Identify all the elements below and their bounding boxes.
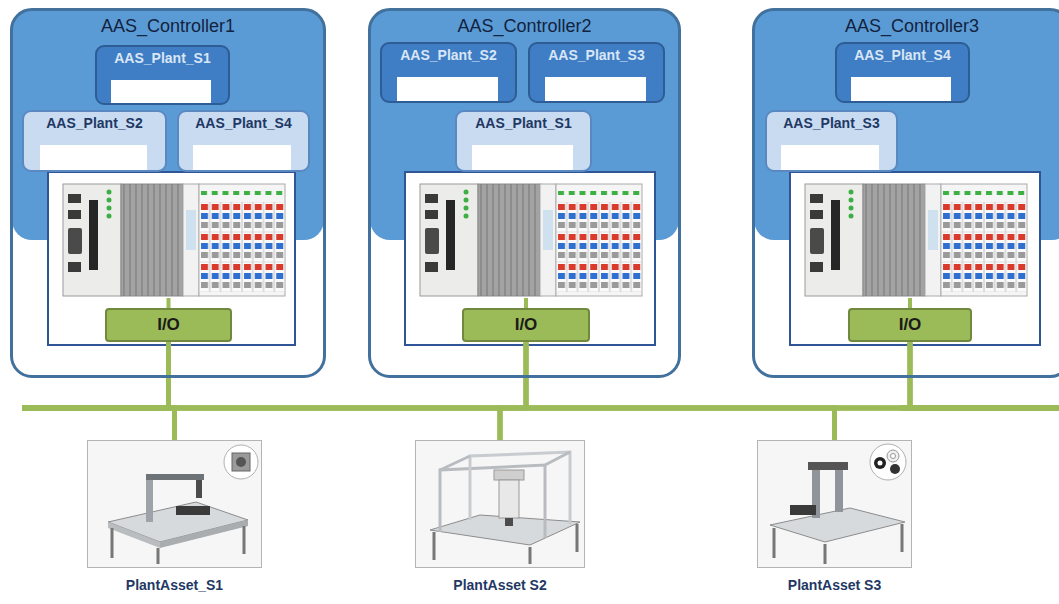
controller-box: AAS_Controller1AAS_Plant_S1AAS_Plant_S2 A… <box>10 8 326 378</box>
workpiece-hole <box>236 457 246 467</box>
value-field <box>545 77 646 101</box>
plc-picture <box>63 184 285 296</box>
plc-frame <box>405 172 655 345</box>
io-label: I/O <box>515 315 538 335</box>
value-field <box>40 145 147 170</box>
submodel-label: AAS_Plant_S4 <box>195 115 291 132</box>
plc-picture <box>420 184 642 296</box>
plant-asset-frame: PlantAsset_S1 <box>87 440 262 568</box>
ring-hole <box>891 454 896 459</box>
submodel-label: AAS_Plant_S1 <box>475 115 571 132</box>
station-arm <box>146 474 204 480</box>
plant-asset-frame: PlantAsset S3 <box>757 440 912 568</box>
aas-submodel-box: AAS_Plant_S4 <box>835 42 970 103</box>
table-leg <box>773 528 776 558</box>
io-module: I/O <box>848 308 972 342</box>
plc-frame <box>790 172 1040 345</box>
controller-box: AAS_Controller3AAS_Plant_S4AAS_Plant_S3I… <box>752 8 1059 378</box>
table-leg <box>433 532 436 560</box>
ring-white <box>887 450 899 462</box>
aas-submodel-box: AAS_Plant_S2 <box>22 110 167 172</box>
submodel-label: AAS_Plant_S4 <box>854 47 950 64</box>
aas-submodel-box: AAS_Plant_S3 <box>765 110 898 172</box>
value-field <box>472 145 573 170</box>
io-module: I/O <box>462 308 590 342</box>
table-leg <box>901 524 904 552</box>
photo-ground <box>416 441 584 567</box>
table-leg <box>157 548 160 564</box>
station-column <box>835 468 843 512</box>
asset-caption: PlantAsset S3 <box>788 577 881 594</box>
fieldbus-line <box>22 405 178 411</box>
table-top <box>430 515 580 545</box>
value-field <box>781 145 879 170</box>
gripper <box>196 480 202 498</box>
submodel-label: AAS_Plant_S3 <box>783 115 879 132</box>
station-column <box>146 478 153 522</box>
aas-submodel-box: AAS_Plant_S2 <box>380 42 517 103</box>
fieldbus-line <box>900 405 1059 411</box>
fieldbus-link <box>175 342 527 440</box>
table-leg <box>576 524 579 552</box>
ring-black <box>890 464 900 474</box>
frame-rail <box>440 456 470 470</box>
fieldbus-link <box>169 342 501 440</box>
workpiece <box>232 453 250 471</box>
aas-submodel-box: AAS_Plant_S1 <box>95 45 230 105</box>
table-edge <box>160 520 248 548</box>
value-field <box>193 145 291 170</box>
fieldbus-link <box>835 342 911 440</box>
io-module: I/O <box>105 308 232 342</box>
robot-head <box>494 470 524 480</box>
fieldbus-link <box>500 342 526 440</box>
frame-rail <box>440 465 545 538</box>
ring-black <box>874 457 886 469</box>
asset-caption: PlantAsset_S1 <box>126 577 223 594</box>
plc-frame <box>48 172 295 345</box>
magazine <box>790 505 816 515</box>
controller-title: AAS_Controller2 <box>457 16 591 38</box>
aas-submodel-box: AAS_Plant_S1 <box>455 110 592 172</box>
gripper <box>505 518 513 526</box>
fieldbus-link <box>500 342 910 440</box>
workpiece-inset <box>224 445 258 479</box>
table-leg <box>529 547 532 564</box>
controller-title: AAS_Controller3 <box>845 16 979 38</box>
cylinder <box>808 462 848 470</box>
io-label: I/O <box>157 315 180 335</box>
workpiece-inset <box>870 444 906 480</box>
value-field <box>397 77 498 101</box>
io-label: I/O <box>899 315 922 335</box>
robot-body <box>499 480 519 518</box>
ring-hole <box>878 461 883 466</box>
table-leg <box>824 544 827 564</box>
aas-submodel-box: AAS_Plant_S4 <box>177 110 310 172</box>
plant-asset-frame: PlantAsset S2 <box>415 440 585 568</box>
conveyor <box>176 506 210 515</box>
value-field <box>851 77 951 101</box>
table-leg <box>111 528 114 558</box>
controller-box: AAS_Controller2AAS_Plant_S2 AAS_Plant_S3A… <box>368 8 681 378</box>
photo-ground <box>88 441 261 567</box>
submodel-label: AAS_Plant_S3 <box>548 47 644 64</box>
value-field <box>111 80 211 103</box>
aas-submodel-box: AAS_Plant_S3 <box>528 42 665 103</box>
photo-ground <box>758 441 911 567</box>
plc-picture <box>805 184 1027 296</box>
table-leg <box>243 526 246 554</box>
controller-title: AAS_Controller1 <box>101 16 235 38</box>
frame-rail <box>545 452 570 465</box>
submodel-label: AAS_Plant_S2 <box>400 47 496 64</box>
asset-caption: PlantAsset S2 <box>453 577 546 594</box>
fieldbus-link <box>175 342 911 440</box>
frame-rail <box>470 452 570 524</box>
table-edge <box>108 522 160 548</box>
submodel-label: AAS_Plant_S2 <box>46 115 142 132</box>
submodel-label: AAS_Plant_S1 <box>114 50 210 67</box>
